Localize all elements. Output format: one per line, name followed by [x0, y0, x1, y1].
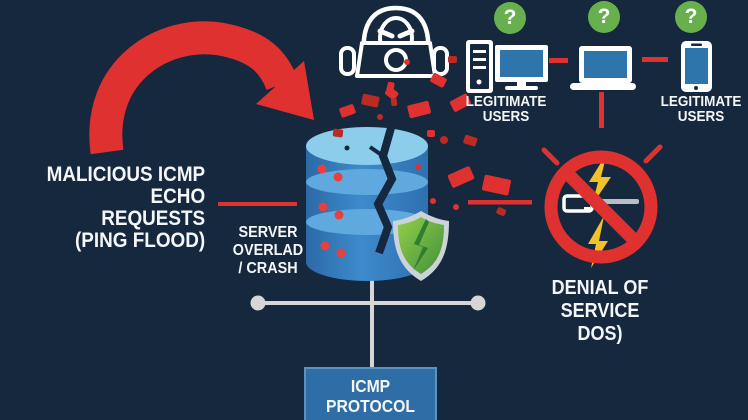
question-mark: ?	[503, 6, 517, 29]
laptop-icon	[570, 46, 636, 90]
server-to-block-line	[468, 200, 532, 205]
server-led-lights	[317, 164, 346, 258]
icmp-protocol-box: ICMP PROTOCOL	[304, 367, 437, 420]
link-dash-right	[642, 57, 668, 62]
question-mark: ?	[684, 5, 698, 28]
curved-attack-arrow-icon	[89, 21, 314, 155]
shield-icon	[393, 211, 449, 281]
hacker-eyes	[377, 28, 415, 39]
shield-crack	[413, 219, 429, 271]
connector-lines	[250, 272, 486, 367]
question-mark-badge: ?	[494, 2, 526, 34]
user-devices	[466, 40, 712, 128]
question-mark-badge: ?	[675, 1, 707, 33]
bus-endpoint-right	[470, 295, 486, 311]
attack-label: MALICIOUS ICMP ECHO REQUESTS (PING FLOOD…	[46, 163, 205, 252]
laptop-to-block-line	[599, 92, 604, 128]
icmp-protocol-label: ICMP PROTOCOL	[326, 376, 415, 416]
legitimate-users-label-left: LEGITIMATE USERS	[465, 93, 547, 125]
question-mark-badge: ?	[588, 1, 620, 33]
link-dash-left	[549, 58, 568, 63]
lightning-bolt-top	[589, 153, 611, 205]
desktop-computer-icon	[466, 40, 548, 93]
smartphone-icon	[681, 41, 712, 92]
hacker-icon	[339, 5, 449, 78]
debris-fragments	[332, 56, 511, 217]
red-divider-line	[218, 202, 297, 206]
legitimate-users-label-right: LEGITIMATE USERS	[660, 93, 742, 125]
server-crack	[344, 126, 397, 255]
denial-of-service-label: DENIAL OF SERVICE DOS)	[551, 277, 649, 345]
bus-endpoint-left	[250, 295, 266, 311]
question-mark: ?	[597, 5, 611, 28]
no-connection-icon	[468, 144, 663, 268]
server-to-protocol-line	[370, 272, 374, 367]
lightning-bolt-bottom	[588, 216, 608, 268]
horizontal-bus-line	[258, 301, 478, 305]
server-state-label: SERVER OVERLAD / CRASH	[232, 224, 304, 277]
